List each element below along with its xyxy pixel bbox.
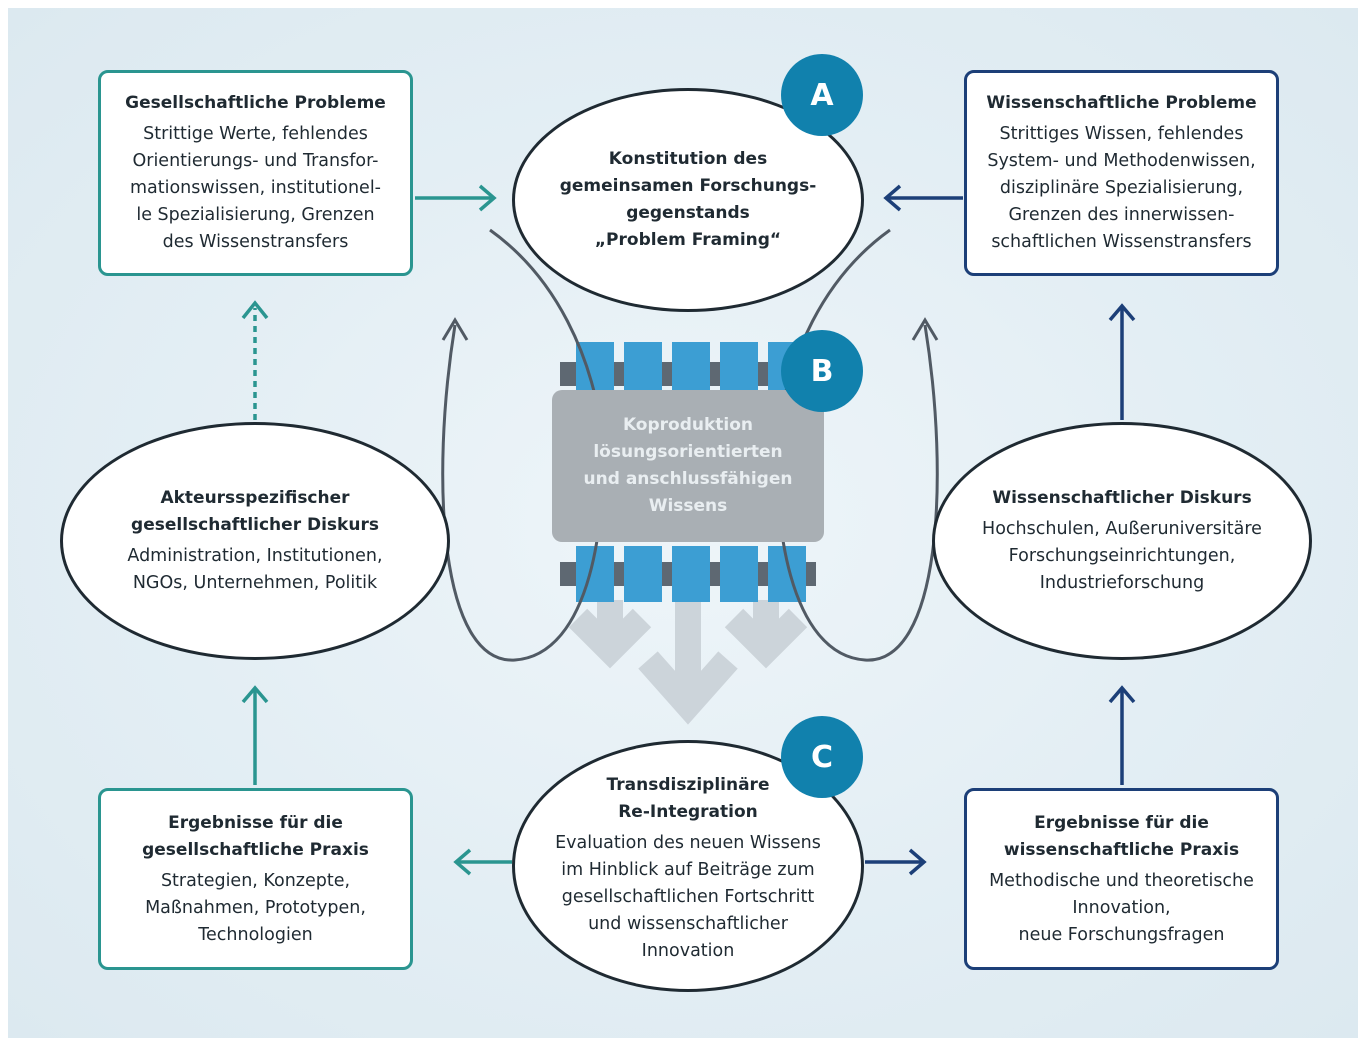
societal-problems-box: Gesellschaftliche Probleme Strittige Wer…	[98, 70, 413, 276]
scientific-discourse-ellipse: Wissenschaftlicher Diskurs Hochschulen, …	[932, 422, 1312, 660]
reintegration-body: Evaluation des neuen Wissens im Hinblick…	[555, 832, 821, 961]
badge-c: C	[781, 716, 863, 798]
actor-discourse-body: Administration, Institutionen, NGOs, Unt…	[127, 546, 383, 593]
societal-problems-body: Strittige Werte, fehlendes Orientierungs…	[129, 124, 381, 252]
badge-a: A	[781, 54, 863, 136]
scientific-results-body: Methodische und theoretische Innovation,…	[989, 870, 1254, 945]
scientific-results-title: Ergebnisse für die wissenschaftliche Pra…	[1003, 812, 1240, 860]
reintegration-title: Transdisziplinäre Re-Integration	[606, 774, 770, 822]
actor-discourse-title: Akteursspezifischer gesellschaftlicher D…	[131, 488, 379, 535]
coproduction-label: Koproduktion lösungsorientierten und ans…	[583, 415, 793, 516]
faded-downward-arrows	[568, 600, 808, 725]
problem-framing-title: Konstitution des gemeinsamen Forschungs-…	[559, 149, 817, 250]
societal-results-body: Strategien, Konzepte, Maßnahmen, Prototy…	[145, 870, 366, 945]
scientific-problems-box: Wissenschaftliche Probleme Strittiges Wi…	[964, 70, 1279, 276]
scientific-discourse-body: Hochschulen, Außeruniversitäre Forschung…	[982, 519, 1262, 593]
scientific-results-box: Ergebnisse für die wissenschaftliche Pra…	[964, 788, 1279, 970]
teal-arrows	[241, 184, 512, 876]
actor-discourse-ellipse: Akteursspezifischer gesellschaftlicher D…	[60, 422, 450, 660]
societal-problems-title: Gesellschaftliche Probleme	[125, 93, 386, 113]
scientific-problems-title: Wissenschaftliche Probleme	[986, 93, 1257, 113]
societal-results-title: Ergebnisse für die gesellschaftliche Pra…	[142, 812, 369, 860]
scientific-discourse-title: Wissenschaftlicher Diskurs	[992, 488, 1252, 508]
navy-arrows	[865, 184, 1136, 876]
societal-results-box: Ergebnisse für die gesellschaftliche Pra…	[98, 788, 413, 970]
badge-b: B	[781, 330, 863, 412]
coproduction-panel: Koproduktion lösungsorientierten und ans…	[552, 390, 824, 542]
scientific-problems-body: Strittiges Wissen, fehlendes System- und…	[987, 124, 1256, 252]
